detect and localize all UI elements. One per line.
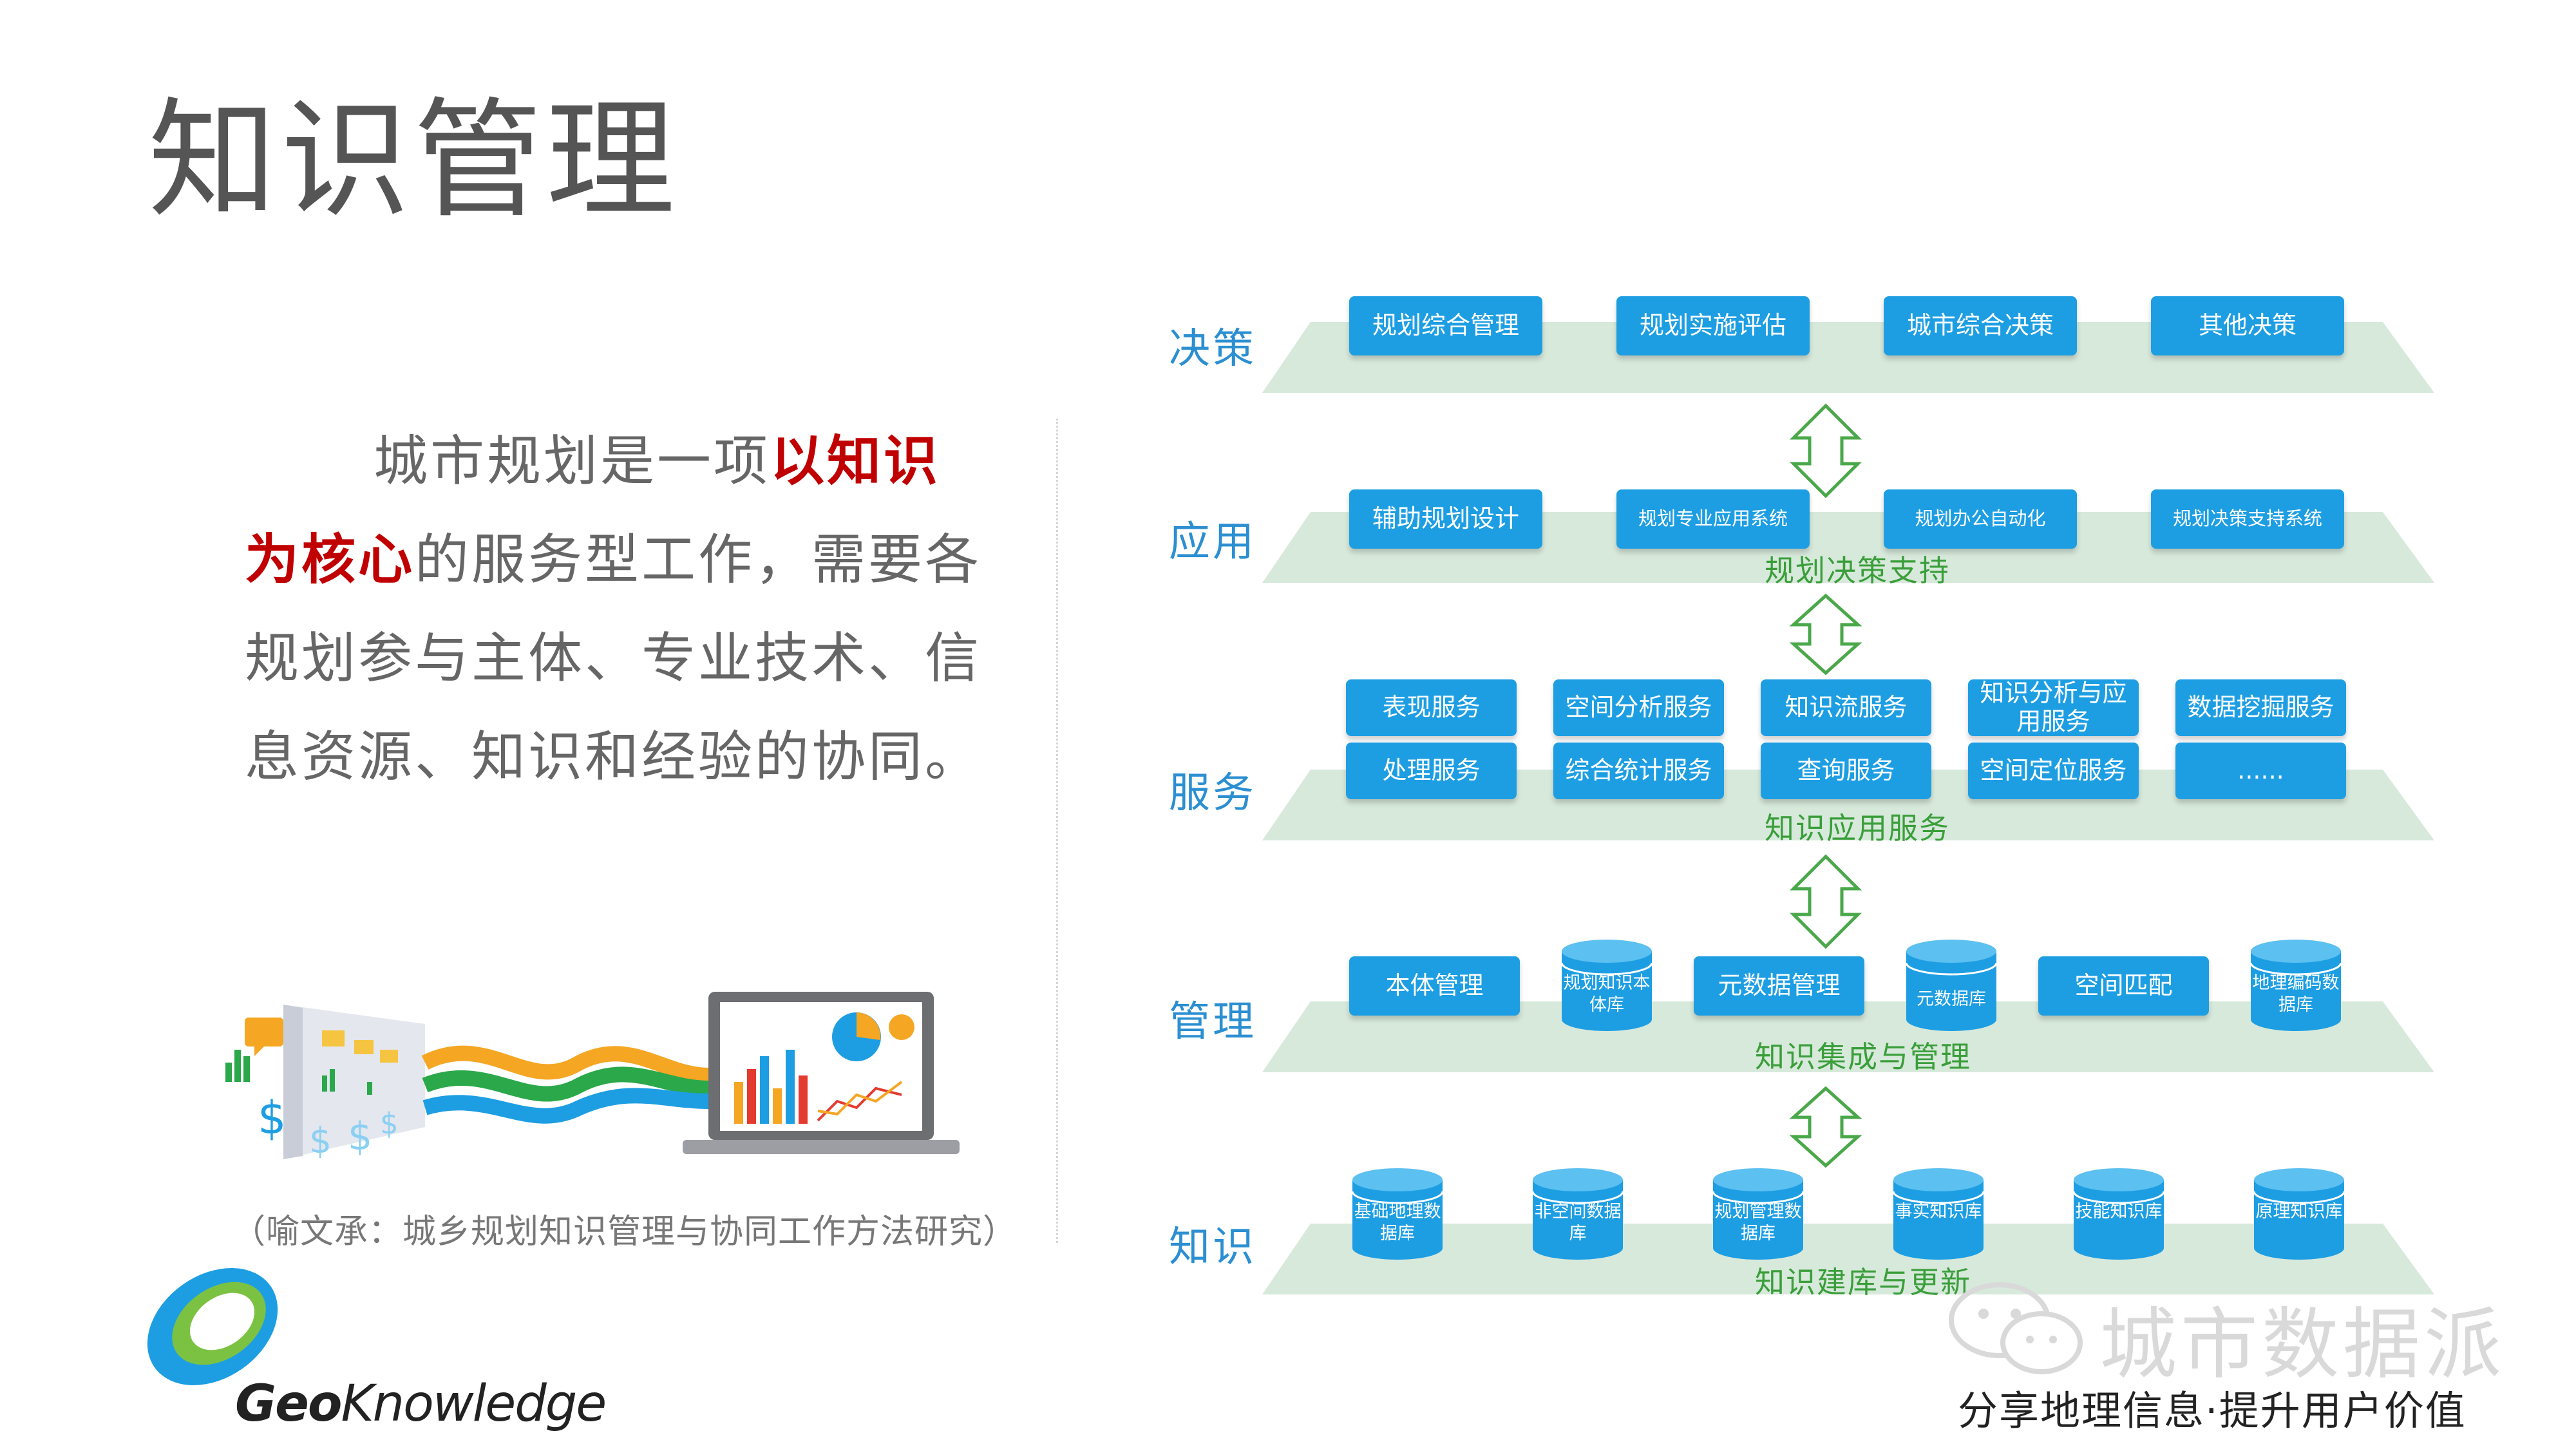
watermark-text: 城市数据派	[2099, 1300, 2505, 1390]
layer-label-service: 服务	[1169, 770, 1256, 817]
service-box-r2-2: 综合统计服务	[1553, 743, 1724, 799]
knowledge-db-3-label: 规划管理数据库	[1714, 1202, 1802, 1244]
database-icon	[2072, 1168, 2165, 1260]
service-box-r1-4: 知识分析与应用服务	[1968, 679, 2139, 736]
arrow-decision-application	[1789, 403, 1862, 498]
knowledge-db-4-label: 事实知识库	[1895, 1202, 1982, 1222]
knowledge-db-2-label: 非空间数据库	[1534, 1202, 1622, 1244]
page-title: 知识管理	[148, 86, 679, 236]
management-caption: 知识集成与管理	[1755, 1039, 1971, 1074]
application-box-1: 辅助规划设计	[1349, 489, 1542, 549]
decision-box-3: 城市综合决策	[1884, 296, 2077, 355]
service-box-r1-1: 表现服务	[1346, 679, 1517, 736]
svg-text:$: $	[309, 1120, 332, 1161]
database-icon	[2253, 1168, 2345, 1260]
citation-caption: （喻文承：城乡规划知识管理与协同工作方法研究）	[232, 1213, 1018, 1251]
database-icon	[1560, 940, 1653, 1031]
layer-label-application: 应用	[1169, 518, 1256, 566]
svg-text:$: $	[380, 1106, 399, 1141]
slogan-text: 分享地理信息·提升用户价值	[1958, 1387, 2467, 1434]
knowledge-db-5-label: 技能知识库	[2075, 1202, 2163, 1222]
service-box-r1-2: 空间分析服务	[1553, 679, 1724, 736]
service-box-r2-4: 空间定位服务	[1968, 743, 2139, 799]
database-icon	[2249, 940, 2342, 1031]
database-icon	[1905, 940, 1998, 1031]
platform-application	[1262, 512, 2434, 583]
column-divider	[1056, 419, 1058, 1243]
layer-label-management: 管理	[1169, 998, 1256, 1046]
management-box-2: 元数据管理	[1694, 956, 1864, 1016]
body-text-part1: 城市规划是一项	[374, 430, 771, 493]
database-icon	[1892, 1168, 1985, 1260]
management-box-3: 空间匹配	[2038, 956, 2209, 1016]
body-text-part2: 的服务型工作，需要各规划参与主体、专业技术、信息资源、知识和经验的协同。	[245, 528, 982, 788]
body-paragraph: 城市规划是一项以知识为核心的服务型工作，需要各规划参与主体、专业技术、信息资源、…	[245, 412, 985, 806]
knowledge-db-6-label: 原理知识库	[2255, 1202, 2343, 1222]
svg-text:$: $	[258, 1092, 287, 1144]
layer-label-decision: 决策	[1169, 325, 1256, 373]
knowledge-db-1-label: 基础地理数据库	[1354, 1202, 1441, 1244]
database-icon	[1351, 1168, 1444, 1260]
data-to-insight-illustration: $ $ $ $	[225, 992, 960, 1161]
decision-box-1: 规划综合管理	[1349, 296, 1542, 355]
database-icon	[1531, 1168, 1624, 1260]
body-emphasis: 以知识为核心	[245, 430, 941, 591]
management-db-2-label: 元数据库	[1917, 989, 1986, 1009]
decision-box-2: 规划实施评估	[1616, 296, 1810, 355]
platform-management	[1262, 1001, 2434, 1072]
database-icon	[1712, 1168, 1804, 1260]
management-db-1-label: 规划知识本体库	[1563, 973, 1651, 1015]
logo-text-geo: Geo	[235, 1375, 343, 1433]
geoknowledge-logo-icon	[147, 1268, 278, 1385]
application-box-4: 规划决策支持系统	[2151, 489, 2344, 549]
service-box-r2-3: 查询服务	[1761, 743, 1931, 799]
platform-decision	[1262, 322, 2434, 393]
management-db-3-label: 地理编码数据库	[2252, 973, 2340, 1015]
arrow-service-management	[1789, 854, 1862, 949]
management-box-1: 本体管理	[1349, 956, 1520, 1016]
service-caption: 知识应用服务	[1765, 811, 1950, 846]
body-text: 城市规划是一项以知识为核心的服务型工作，需要各规划参与主体、专业技术、信息资源、…	[245, 412, 985, 806]
service-box-r2-5: ......	[2175, 743, 2346, 799]
service-box-r1-5: 数据挖掘服务	[2175, 679, 2346, 736]
application-box-3: 规划办公自动化	[1884, 489, 2077, 549]
arrow-management-knowledge	[1789, 1086, 1862, 1168]
knowledge-caption: 知识建库与更新	[1755, 1265, 1971, 1300]
layer-label-knowledge: 知识	[1169, 1224, 1256, 1271]
wechat-icon	[1949, 1282, 2083, 1374]
logo-wordmark: GeoKnowledge	[235, 1375, 607, 1433]
service-box-r2-1: 处理服务	[1346, 743, 1517, 799]
application-box-2: 规划专业应用系统	[1616, 489, 1810, 549]
logo-text-knowledge: Knowledge	[341, 1375, 607, 1433]
arrow-application-service	[1789, 593, 1862, 676]
svg-text:$: $	[348, 1114, 372, 1159]
service-box-r1-3: 知识流服务	[1761, 679, 1931, 736]
decision-box-4: 其他决策	[2151, 296, 2344, 355]
application-caption: 规划决策支持	[1765, 553, 1950, 588]
